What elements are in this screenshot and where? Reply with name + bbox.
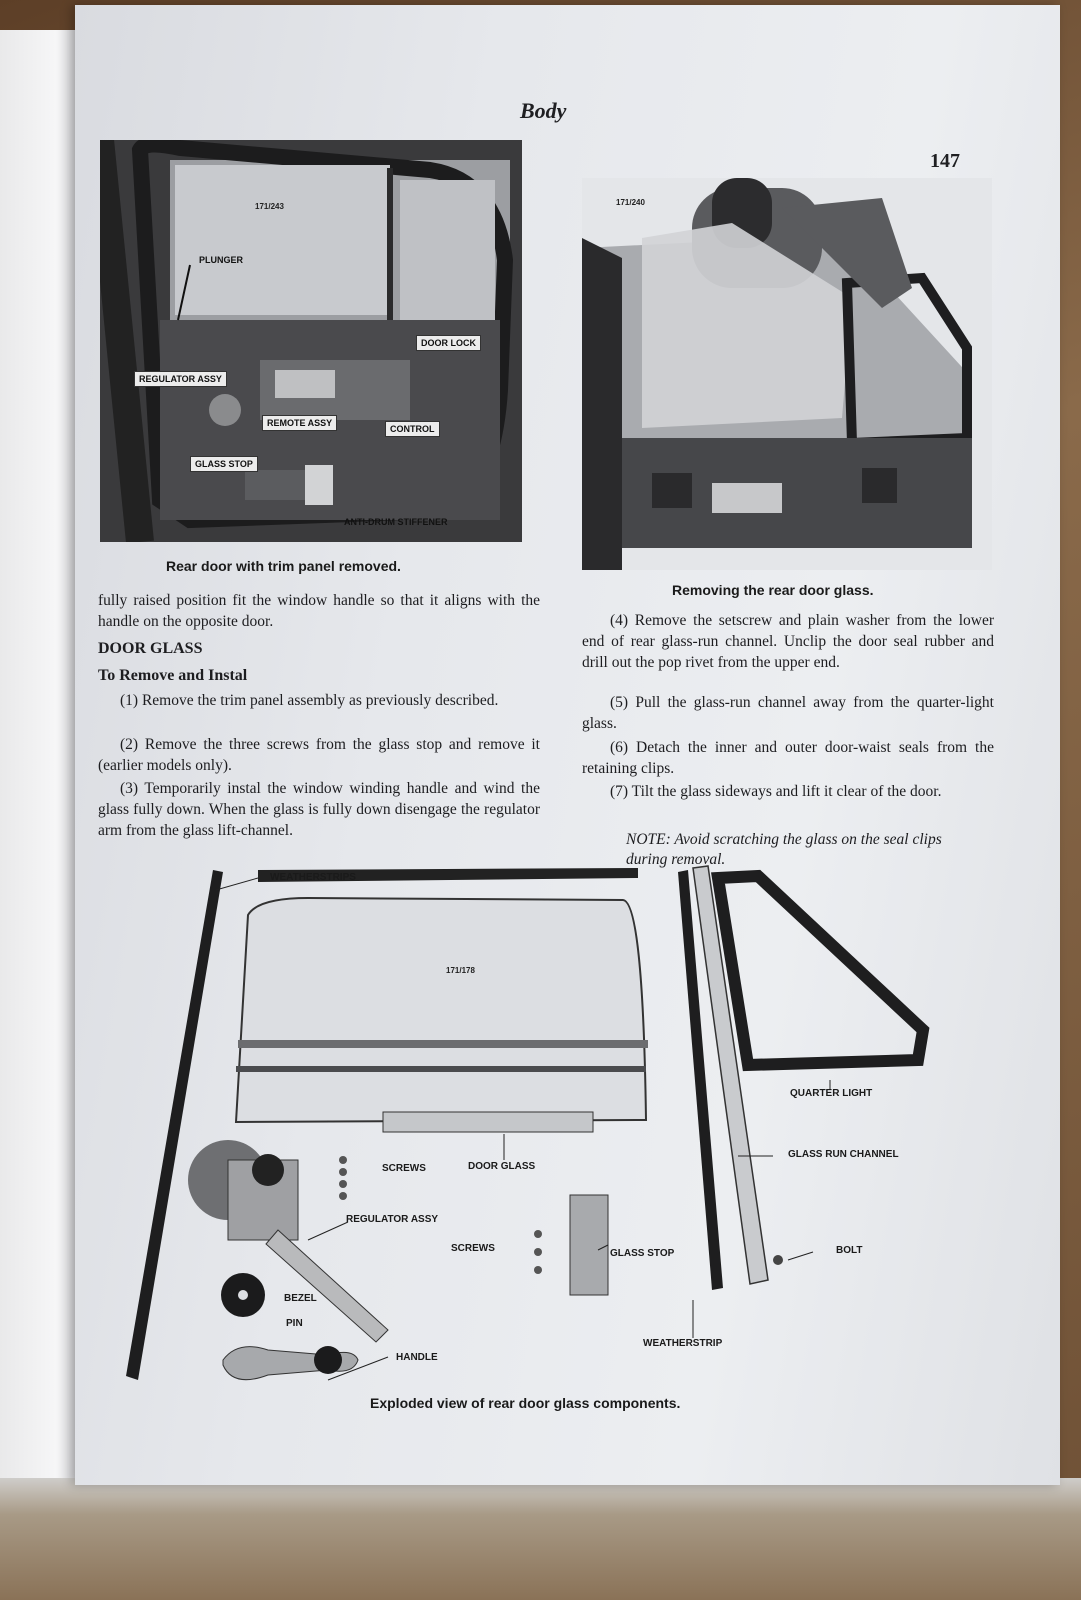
label-screws-mid: SCREWS <box>451 1243 495 1254</box>
step-2: (2) Remove the three screws from the gla… <box>98 736 540 774</box>
label-plunger: PLUNGER <box>199 255 244 265</box>
step-5: (5) Pull the glass-run channel away from… <box>582 694 994 732</box>
facing-page-edge <box>0 30 80 1500</box>
label-door-lock: DOOR LOCK <box>416 335 481 351</box>
label-screws-top: SCREWS <box>382 1163 426 1174</box>
step-6: (6) Detach the inner and outer door-wais… <box>582 739 994 777</box>
photo-rear-door: 171/243 PLUNGER DOOR LOCK REGULATOR ASSY… <box>100 140 522 542</box>
caption-exploded-view: Exploded view of rear door glass compone… <box>370 1395 681 1411</box>
removing-glass-drawing <box>582 178 992 570</box>
exploded-view-drawing <box>126 865 930 1381</box>
step-7: (7) Tilt the glass sideways and lift it … <box>610 783 942 800</box>
section-heading: DOOR GLASS <box>98 640 203 657</box>
left-weatherstrip-shape <box>126 870 223 1380</box>
label-quarter-light: QUARTER LIGHT <box>790 1088 873 1099</box>
label-bezel: BEZEL <box>284 1293 317 1304</box>
step-4: (4) Remove the setscrew and plain washer… <box>582 612 994 671</box>
label-regulator-assy: REGULATOR ASSY <box>134 371 227 387</box>
exploded-view-diagram: WEATHERSTRIPS 171/178 QUARTER LIGHT GLAS… <box>118 860 988 1420</box>
note: NOTE: Avoid scratching the glass on the … <box>626 831 942 868</box>
sub-heading: To Remove and Instal <box>98 667 248 684</box>
label-bolt: BOLT <box>836 1245 863 1256</box>
label-control: CONTROL <box>385 421 440 437</box>
page-number: 147 <box>930 150 960 172</box>
label-glass-stop: GLASS STOP <box>190 456 258 472</box>
door-glass-shape <box>234 896 648 1124</box>
label-weatherstrip: WEATHERSTRIP <box>643 1338 723 1349</box>
label-door-glass: DOOR GLASS <box>468 1161 536 1172</box>
label-anti-drum-stiffener: ANTI-DRUM STIFFENER <box>344 517 448 527</box>
step-1: (1) Remove the trim panel assembly as pr… <box>120 692 499 709</box>
label-regulator-assy: REGULATOR ASSY <box>346 1214 439 1225</box>
label-glass-stop: GLASS STOP <box>610 1248 675 1259</box>
caption-rear-door: Rear door with trim panel removed. <box>166 558 401 574</box>
photo-removing-glass: 171/240 <box>582 178 992 570</box>
figure-code: 171/178 <box>446 966 475 975</box>
label-remote-assy: REMOTE ASSY <box>262 415 338 431</box>
label-glass-run-channel: GLASS RUN CHANNEL <box>788 1149 899 1160</box>
caption-removing-glass: Removing the rear door glass. <box>672 582 874 598</box>
figure-code: 171/240 <box>616 198 645 207</box>
continuation-paragraph: fully raised position fit the window han… <box>98 592 540 630</box>
running-head: Body <box>520 98 567 123</box>
label-handle: HANDLE <box>396 1352 438 1363</box>
step-3: (3) Temporarily instal the window windin… <box>98 780 540 839</box>
label-weatherstrips: WEATHERSTRIPS <box>270 872 356 883</box>
quarter-light-shape <box>711 869 930 1072</box>
page-stack-edge <box>0 1478 1081 1600</box>
label-pin: PIN <box>286 1318 303 1329</box>
figure-code: 171/243 <box>255 202 284 211</box>
top-weatherstrip-shape <box>258 868 638 882</box>
